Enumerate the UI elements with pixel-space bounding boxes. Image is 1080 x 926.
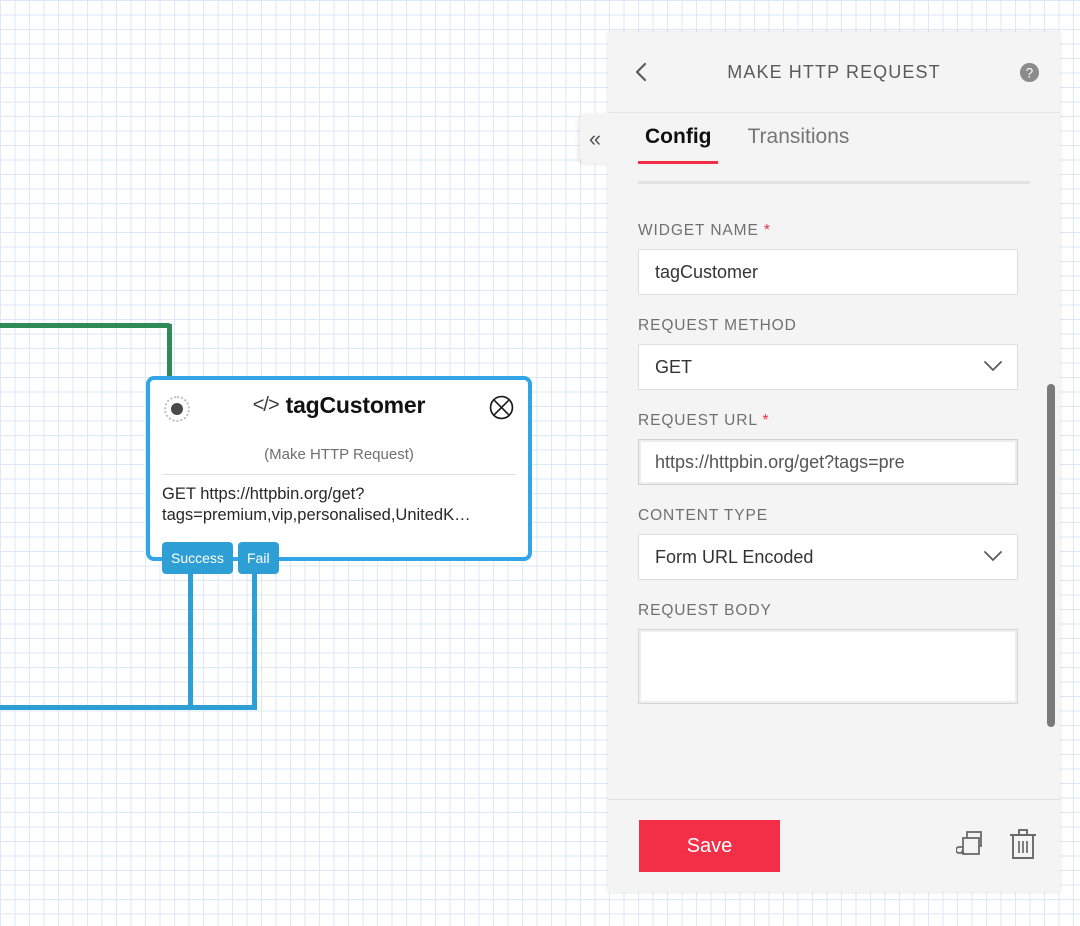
label-request-method-text: REQUEST METHOD bbox=[638, 317, 797, 334]
widget-config-panel: MAKE HTTP REQUEST ? Config Transitions W… bbox=[608, 32, 1060, 892]
content-type-value: Form URL Encoded bbox=[655, 547, 814, 567]
back-chevron-icon[interactable] bbox=[630, 60, 654, 84]
flow-node-tagcustomer[interactable]: </> tagCustomer (Make HTTP Request) GET … bbox=[146, 376, 532, 561]
page-title: MAKE HTTP REQUEST bbox=[727, 61, 941, 82]
widget-name-input[interactable]: tagCustomer bbox=[638, 249, 1018, 295]
chevron-double-left-icon: « bbox=[588, 125, 602, 151]
panel-scrollbar-track[interactable] bbox=[1047, 192, 1058, 727]
label-widget-name: WIDGET NAME * bbox=[638, 222, 1030, 240]
close-icon[interactable] bbox=[489, 395, 514, 420]
svg-text:?: ? bbox=[1026, 65, 1033, 80]
panel-scrollbar-thumb[interactable] bbox=[1047, 384, 1055, 727]
node-input-connector-dot bbox=[171, 403, 183, 415]
request-method-value: GET bbox=[655, 357, 693, 377]
node-output-fail[interactable]: Fail bbox=[238, 542, 279, 574]
connector-blue-bottom-fail bbox=[188, 705, 257, 710]
node-output-success[interactable]: Success bbox=[162, 542, 233, 574]
node-request-summary: GET https://httpbin.org/get? tags=premiu… bbox=[162, 485, 471, 524]
label-request-url: REQUEST URL * bbox=[638, 412, 1030, 430]
tab-config[interactable]: Config bbox=[638, 125, 719, 164]
label-request-body: REQUEST BODY bbox=[638, 602, 1030, 620]
code-icon: </> bbox=[252, 394, 280, 416]
chevron-down-icon bbox=[984, 361, 1002, 371]
panel-header: MAKE HTTP REQUEST ? bbox=[608, 32, 1060, 113]
required-asterisk: * bbox=[763, 222, 771, 239]
duplicate-icon[interactable] bbox=[956, 828, 988, 860]
label-request-url-text: REQUEST URL bbox=[638, 412, 758, 429]
collapse-panel-button[interactable]: « bbox=[580, 114, 610, 163]
node-subtitle: (Make HTTP Request) bbox=[264, 446, 414, 463]
panel-tabs: Config Transitions bbox=[638, 113, 1030, 184]
label-request-body-text: REQUEST BODY bbox=[638, 602, 772, 619]
request-body-textarea[interactable] bbox=[638, 629, 1018, 704]
request-url-input[interactable]: https://httpbin.org/get?tags=pre bbox=[638, 439, 1018, 485]
chevron-down-icon bbox=[984, 551, 1002, 561]
config-form-scroll-area[interactable]: WIDGET NAME * tagCustomer REQUEST METHOD… bbox=[608, 200, 1060, 837]
connector-green-horizontal bbox=[0, 323, 172, 328]
node-input-connector[interactable] bbox=[164, 396, 190, 422]
label-widget-name-text: WIDGET NAME bbox=[638, 222, 759, 239]
panel-footer: Save bbox=[608, 799, 1060, 892]
config-form: WIDGET NAME * tagCustomer REQUEST METHOD… bbox=[608, 200, 1060, 704]
tab-transitions[interactable]: Transitions bbox=[747, 125, 850, 148]
label-content-type-text: CONTENT TYPE bbox=[638, 507, 768, 524]
node-title: tagCustomer bbox=[285, 392, 426, 418]
help-icon[interactable]: ? bbox=[1019, 62, 1040, 83]
content-type-select[interactable]: Form URL Encoded bbox=[638, 534, 1018, 580]
trash-icon[interactable] bbox=[1008, 827, 1038, 861]
label-content-type: CONTENT TYPE bbox=[638, 507, 1030, 525]
connector-blue-success-vertical bbox=[188, 560, 193, 710]
save-button[interactable]: Save bbox=[639, 820, 780, 872]
connector-green-vertical bbox=[167, 324, 172, 390]
required-asterisk: * bbox=[762, 412, 770, 429]
connector-blue-bottom-success bbox=[0, 705, 193, 710]
connector-blue-fail-vertical bbox=[252, 560, 257, 710]
label-request-method: REQUEST METHOD bbox=[638, 317, 1030, 335]
node-divider bbox=[162, 474, 516, 475]
request-method-select[interactable]: GET bbox=[638, 344, 1018, 390]
node-title-row: </> tagCustomer bbox=[150, 392, 528, 419]
